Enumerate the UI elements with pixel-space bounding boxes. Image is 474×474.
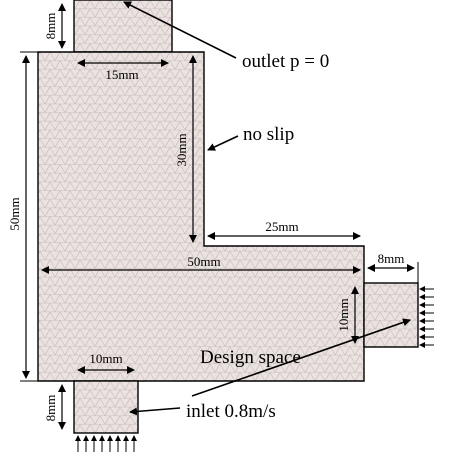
label-outlet: outlet p = 0: [242, 51, 329, 72]
no-slip-leader: [207, 135, 239, 151]
dim-arm-length: 25mm: [265, 219, 298, 234]
label-inlet: inlet 0.8m/s: [186, 401, 276, 422]
dim-outlet-height: 8mm: [43, 13, 58, 40]
label-no-slip: no slip: [243, 124, 294, 145]
inlet-leader-bottom: [129, 407, 181, 416]
dim-bottom-inlet-width: 10mm: [89, 351, 122, 366]
dim-upper-right-height: 30mm: [174, 133, 189, 166]
outlet-channel: [73, 0, 173, 53]
label-design-space: Design space: [200, 347, 301, 368]
dim-outlet-width: 15mm: [105, 67, 138, 82]
dim-bottom-width: 50mm: [187, 254, 220, 269]
bottom-inlet-channel: [73, 380, 139, 434]
right-inlet-flow-arrows: [419, 286, 434, 348]
dim-total-height: 50mm: [7, 197, 22, 230]
dimension-lines: [20, 3, 419, 430]
outlet-leader: [123, 1, 237, 59]
design-body: [37, 51, 365, 382]
dim-right-inlet-height: 10mm: [336, 298, 351, 331]
mesh-geometry: [37, 0, 419, 434]
dim-right-inlet-width: 8mm: [378, 251, 405, 266]
bottom-inlet-flow-arrows: [75, 435, 137, 452]
callout-leaders: [123, 1, 411, 416]
inlet-leader-right: [191, 318, 411, 397]
dim-bottom-inlet-height: 8mm: [43, 395, 58, 422]
right-inlet-channel: [363, 282, 419, 348]
